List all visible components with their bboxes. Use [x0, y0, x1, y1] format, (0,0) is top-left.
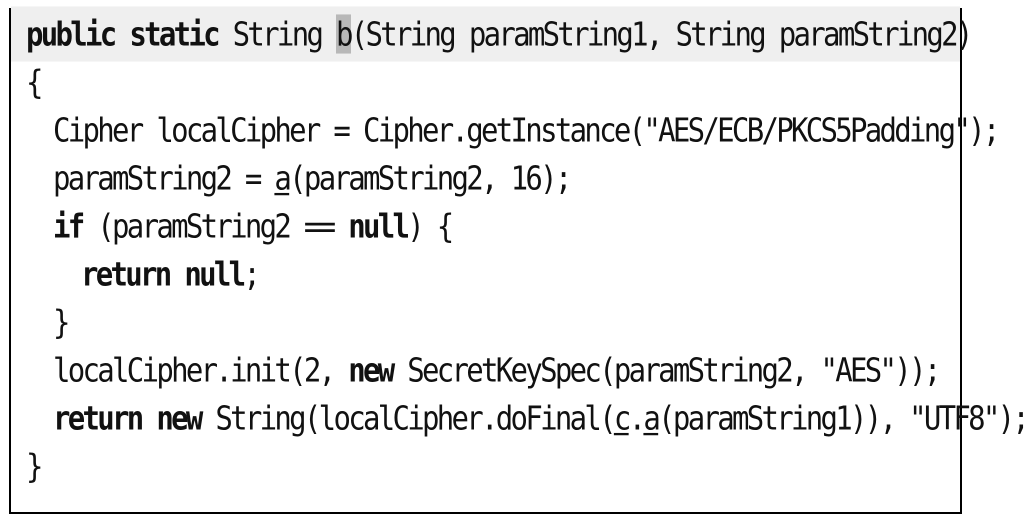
if-condition: (paramString2 ==	[82, 206, 349, 246]
code-line-open-brace: {	[26, 54, 960, 109]
code-line-method-signature: public static String b(String paramStrin…	[11, 6, 973, 62]
return-args: (paramString1)), "UTF8");	[658, 398, 1027, 438]
close-brace: }	[26, 446, 43, 486]
dot: .	[628, 398, 646, 438]
method-a-call: a	[274, 158, 291, 198]
code-line-if-close-brace: }	[26, 294, 960, 349]
code-line-return-null: return null;	[26, 246, 960, 301]
code-line-close-brace: }	[26, 438, 960, 493]
keyword-new: new	[348, 350, 395, 390]
semicolon: ;	[243, 254, 260, 294]
init-args: SecretKeySpec(paramString2, "AES"));	[392, 350, 941, 390]
code-line-if-null: if (paramString2 == null) {	[26, 198, 960, 253]
keyword-if: if	[53, 206, 85, 246]
parameter-list: (String paramString1, String paramString…	[350, 14, 974, 54]
code-line-param-assign: paramString2 = a(paramString2, 16);	[26, 150, 960, 205]
code-area: public static String b(String paramStrin…	[11, 6, 1027, 512]
close-brace: }	[53, 302, 70, 342]
method-name-highlighted: b	[335, 14, 353, 54]
assign-args: (paramString2, 16);	[289, 158, 572, 198]
code-line-cipher-instance: Cipher localCipher = Cipher.getInstance(…	[26, 102, 1000, 157]
cipher-instance-statement: Cipher localCipher = Cipher.getInstance(…	[53, 110, 1000, 150]
assign-prefix: paramString2 =	[53, 158, 275, 198]
code-line-cipher-init: localCipher.init(2, new SecretKeySpec(pa…	[26, 342, 960, 397]
code-line-return-string: return new String(localCipher.doFinal(c.…	[26, 390, 1027, 445]
method-a-call: a	[643, 398, 660, 438]
code-snippet-frame: public static String b(String paramStrin…	[9, 6, 1027, 514]
keyword-return: return	[53, 398, 144, 438]
string-constructor: String(localCipher.doFinal(	[200, 398, 616, 438]
keyword-new: new	[156, 398, 203, 438]
class-c-ref: c	[613, 398, 631, 438]
keyword-null: null	[184, 254, 246, 294]
keyword-public: public	[26, 14, 117, 54]
keyword-return: return	[81, 254, 172, 294]
keyword-static: static	[129, 14, 220, 54]
keyword-null: null	[348, 206, 410, 246]
return-type: String	[232, 14, 324, 54]
open-brace: {	[26, 62, 43, 102]
if-open-brace: ) {	[407, 206, 454, 246]
init-prefix: localCipher.init(2,	[53, 350, 349, 390]
